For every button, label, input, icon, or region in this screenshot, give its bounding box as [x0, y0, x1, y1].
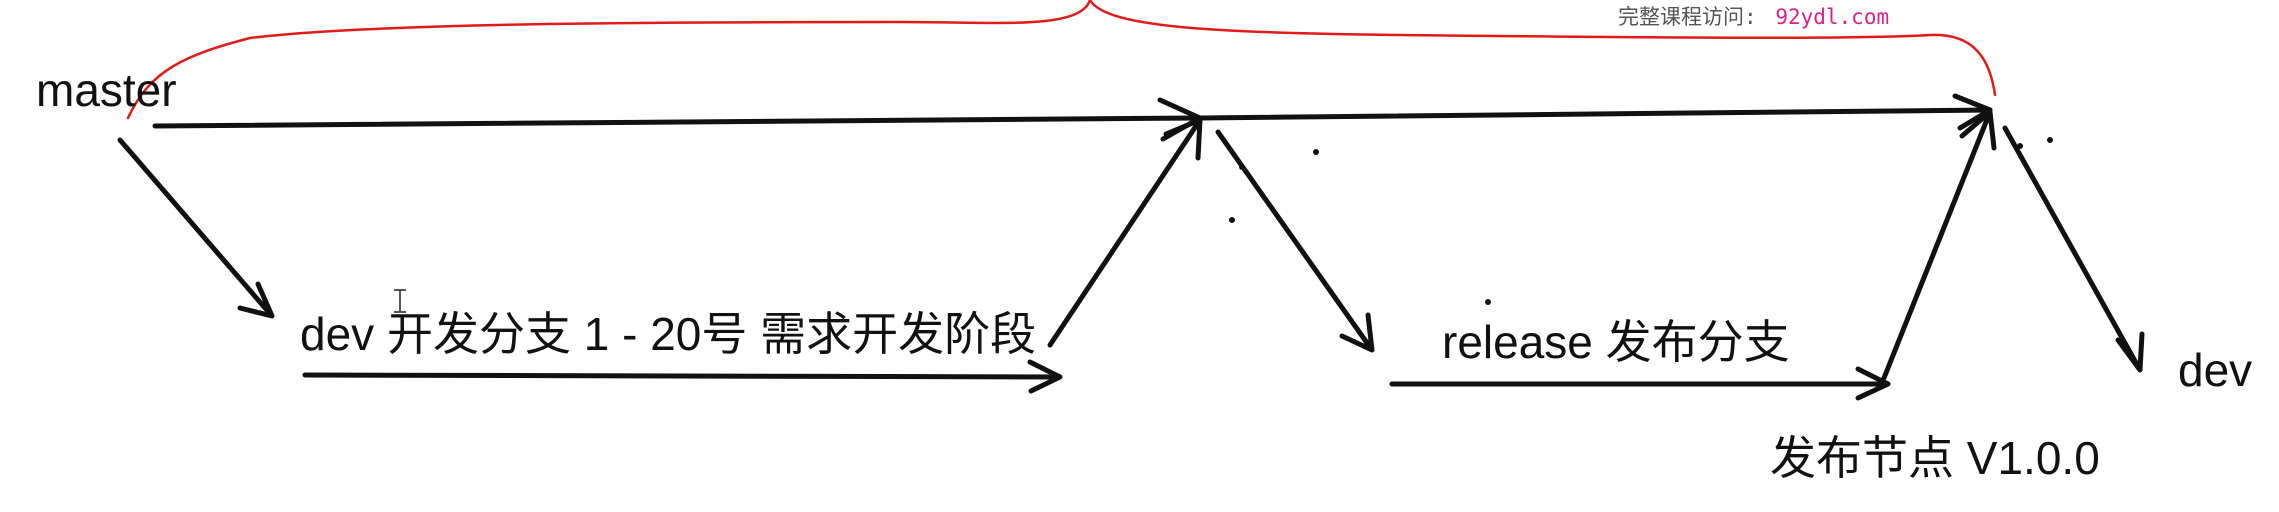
dev-end-label: dev: [2178, 344, 2252, 396]
dot: [1485, 299, 1491, 305]
dot: [1229, 217, 1235, 223]
master-label: master: [36, 64, 177, 116]
dot: [2047, 137, 2053, 143]
master-line-segment-2: [1197, 107, 1993, 121]
dot: [1313, 149, 1319, 155]
dev-line: [302, 359, 1063, 394]
release-node-label: 发布节点 V1.0.0: [1770, 432, 2100, 484]
release-label: release 发布分支: [1442, 316, 1790, 368]
master-line-segment-1: [152, 115, 1203, 129]
release-line: [1389, 366, 1891, 401]
dot: [2017, 143, 2023, 149]
watermark-prefix: 完整课程访问:: [1618, 5, 1757, 29]
top-brace: [126, 0, 1997, 120]
dot: [1239, 164, 1245, 170]
watermark-site: 92ydl.com: [1775, 5, 1889, 29]
branch-arrow-master-to-dev: [117, 137, 275, 319]
watermark: 完整课程访问: 92ydl.com: [1618, 5, 1889, 29]
branch-arrow-master-to-dev-end: [2002, 125, 2145, 373]
dev-phase-label: dev 开发分支 1 - 20号 需求开发阶段: [300, 308, 1036, 360]
text-cursor-icon: [394, 289, 406, 313]
merge-arrow-release-to-master: [1881, 109, 1997, 381]
merge-arrow-dev-to-master: [1047, 117, 1203, 348]
